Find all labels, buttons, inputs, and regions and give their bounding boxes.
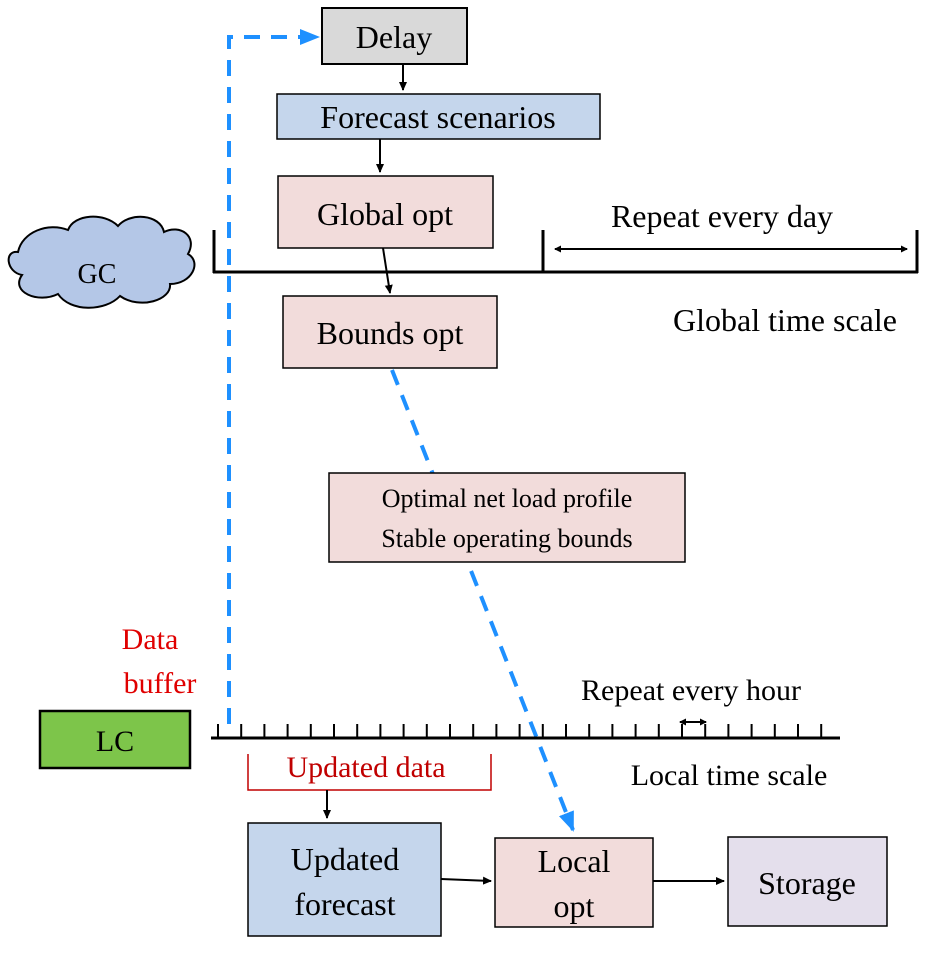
updated-forecast-line2: forecast — [294, 886, 395, 922]
storage-label: Storage — [758, 865, 856, 901]
bounds-opt-label: Bounds opt — [317, 315, 464, 351]
updated-data-label: Updated data — [286, 751, 445, 784]
local-opt-line1: Local — [538, 843, 611, 879]
local-time-scale-label: Local time scale — [631, 759, 828, 792]
arrow-forecast-to-local — [440, 876, 492, 885]
arrow-global-to-bounds — [382, 247, 393, 294]
local-opt-line2: opt — [554, 888, 595, 924]
bounds-to-local-arrow — [390, 369, 575, 832]
data-buffer-label-line2: buffer — [124, 667, 197, 700]
global-time-axis — [212, 230, 919, 274]
lc-label: LC — [96, 725, 134, 758]
repeat-every-hour-label: Repeat every hour — [581, 674, 801, 707]
local-time-axis — [211, 724, 840, 740]
local-opt-box: Local opt — [494, 837, 654, 928]
global-opt-box: Global opt — [277, 175, 494, 249]
bounds-opt-box: Bounds opt — [282, 295, 498, 369]
global-time-scale-label: Global time scale — [673, 302, 897, 338]
data-buffer-label-line1: Data — [122, 623, 179, 656]
delay-box: Delay — [321, 7, 468, 65]
lc-box: LC — [38, 709, 192, 770]
forecast-scenarios-label: Forecast scenarios — [320, 99, 555, 135]
optimal-profile-box: Optimal net load profile Stable operatin… — [328, 472, 686, 563]
gc-label: GC — [78, 259, 117, 290]
delay-label: Delay — [356, 19, 432, 55]
gc-cloud: GC — [7, 215, 196, 309]
updated-forecast-line1: Updated — [291, 841, 399, 877]
updated-data-bracket: Updated data — [247, 751, 492, 791]
global-opt-label: Global opt — [317, 196, 453, 232]
stable-bounds-label: Stable operating bounds — [381, 524, 632, 553]
repeat-every-day-label: Repeat every day — [611, 198, 833, 234]
forecast-scenarios-box: Forecast scenarios — [276, 93, 601, 140]
data-buffer-feedback-arrow — [227, 29, 320, 724]
updated-forecast-box: Updated forecast — [247, 822, 442, 937]
storage-box: Storage — [727, 836, 888, 927]
optimal-net-load-label: Optimal net load profile — [382, 484, 633, 513]
